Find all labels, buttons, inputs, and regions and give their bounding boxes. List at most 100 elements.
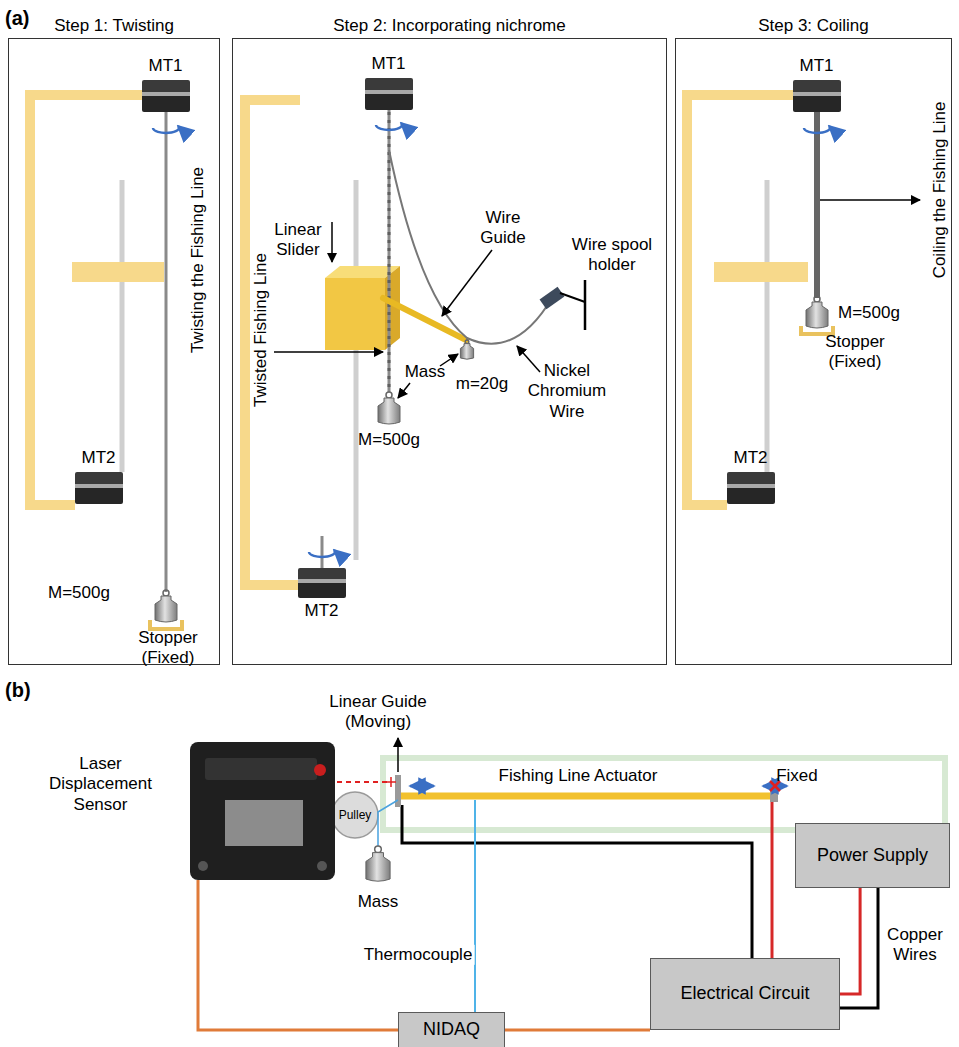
- step-panel: Step 2: Incorporating nichromeMT1MT2: [232, 38, 667, 665]
- slider-block: [72, 262, 164, 282]
- supply-wire: [771, 800, 774, 960]
- pulley: [332, 792, 378, 838]
- box-label: NIDAQ: [417, 1017, 486, 1043]
- weight-hook: [375, 846, 382, 853]
- weight: [366, 853, 390, 882]
- motor-label: MT1: [149, 56, 183, 76]
- laser-sensor-body: [190, 742, 335, 880]
- coiled-fishing-line: [814, 112, 820, 298]
- return-wire: [402, 805, 752, 960]
- edge-label: Copper Wires: [880, 925, 950, 966]
- device-box: Electrical Circuit: [650, 958, 840, 1030]
- part-label: Mass: [405, 362, 446, 382]
- device-box: Power Supply: [795, 823, 950, 888]
- part-label: Pulley: [339, 808, 372, 822]
- motor-label: MT2: [82, 448, 116, 468]
- panel-heading: Step 2: Incorporating nichrome: [333, 16, 565, 36]
- part-label: Mass: [358, 892, 399, 912]
- wire-guide: [383, 298, 466, 340]
- box-label: Power Supply: [811, 843, 934, 869]
- motor-label: MT2: [734, 448, 768, 468]
- leader-arrow: [517, 346, 540, 372]
- motor-block: MT2: [727, 472, 775, 504]
- part-label: Twisted Fishing Line: [251, 253, 271, 407]
- part-label: Stopper (Fixed): [131, 628, 206, 669]
- sensor-face: [205, 758, 317, 780]
- leader-arrow: [398, 383, 410, 398]
- panel-tag: (a): [5, 6, 29, 30]
- support-frame: [30, 95, 142, 505]
- wire-spool: [540, 287, 565, 309]
- linear-slider: [325, 278, 385, 350]
- motor-label: MT1: [800, 56, 834, 76]
- guide-rod: [354, 180, 359, 560]
- part-label: Fixed: [776, 766, 818, 786]
- laser-spot: [386, 781, 396, 783]
- step-panel: Step 3: CoilingMT1MT2: [675, 38, 952, 665]
- laser-beam: [337, 781, 391, 783]
- rotation-arrow: [153, 126, 179, 133]
- screw: [317, 861, 327, 871]
- panel-heading: Step 1: Twisting: [54, 16, 174, 36]
- fishing-line-actuator: [400, 793, 772, 800]
- stopper: [801, 326, 833, 334]
- fixed-end: [770, 790, 778, 802]
- spool-stand: [584, 280, 587, 330]
- panel-heading: Step 3: Coiling: [758, 16, 869, 36]
- guide-frame: [383, 758, 945, 830]
- motor-block: MT1: [142, 80, 190, 112]
- part-label: Nickel Chromium Wire: [527, 361, 607, 422]
- part-label: Thermocouple: [362, 945, 475, 965]
- weight-hook: [465, 340, 469, 344]
- support-frame: [687, 95, 793, 505]
- fixed-cross: [770, 781, 780, 791]
- sensor-box: Laser Displacement Sensor: [190, 742, 335, 880]
- part-label: Wire Guide: [473, 208, 533, 249]
- motion-arrow: [410, 785, 434, 788]
- device-box: NIDAQ: [398, 1012, 505, 1047]
- step-panel: Step 1: TwistingMT1MT2: [8, 38, 220, 665]
- part-label: M=500g: [358, 430, 420, 450]
- part-label: m=20g: [456, 374, 508, 394]
- fishing-line: [165, 112, 168, 592]
- part-label: Stopper (Fixed): [818, 332, 893, 373]
- part-label: Fishing Line Actuator: [499, 766, 658, 786]
- fixed-cross: [770, 781, 780, 791]
- nichrome-wire: [389, 150, 552, 344]
- weight: [806, 302, 828, 328]
- stopper: [150, 620, 182, 629]
- moving-arrow: [397, 738, 399, 772]
- motor-label: MT1: [372, 54, 406, 74]
- weight: [378, 398, 400, 424]
- box-label: Laser Displacement Sensor: [33, 754, 168, 815]
- sensor-plate: [225, 800, 303, 846]
- thermocouple-wire: [474, 800, 476, 1012]
- leader-arrow: [274, 351, 383, 353]
- motor-block: MT1: [793, 80, 841, 112]
- weight-hook: [386, 392, 392, 398]
- motor-block: MT1: [365, 78, 413, 110]
- part-label: Twisting the Fishing Line: [188, 167, 208, 353]
- screw: [198, 861, 208, 871]
- rotation-arrow: [376, 123, 402, 130]
- part-label: Wire spool holder: [567, 235, 657, 276]
- leader-arrow: [440, 354, 458, 366]
- motor-block: MT2: [75, 472, 123, 504]
- guide-rod: [120, 180, 125, 472]
- guide-plate: [395, 775, 401, 807]
- copper-wire: [840, 888, 860, 994]
- motor-label: MT2: [305, 601, 339, 621]
- part-label: Linear Guide (Moving): [318, 692, 438, 733]
- laser-lens: [314, 764, 326, 776]
- weight: [460, 344, 473, 360]
- spool-arm: [560, 293, 585, 302]
- support-frame: [245, 100, 300, 585]
- load-string: [378, 800, 398, 846]
- part-label: M=500g: [838, 303, 900, 323]
- panel-tag: (b): [5, 678, 31, 702]
- signal-cable: [198, 880, 398, 1030]
- guide-rod: [765, 180, 770, 472]
